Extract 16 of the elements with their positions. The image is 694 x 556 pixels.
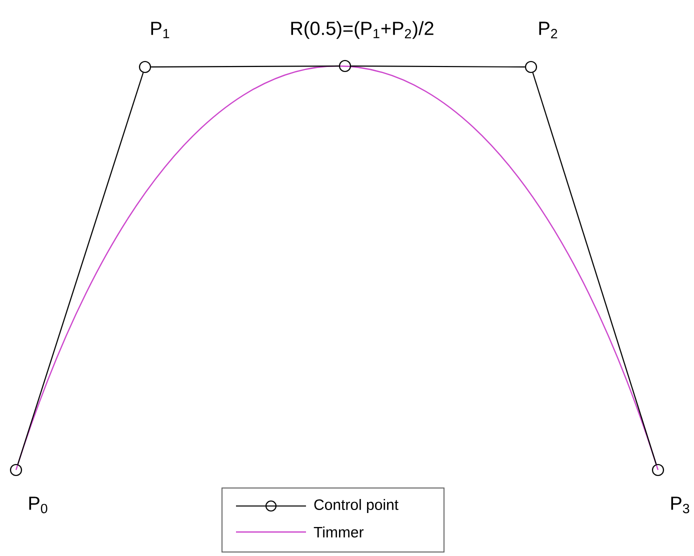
point-label: P$_{0}$ xyxy=(29,496,48,514)
control-point-marker xyxy=(10,464,22,476)
polygon-line xyxy=(351,65,525,68)
point-label: P$_{2}$ xyxy=(539,22,558,38)
polygon-line xyxy=(532,72,657,464)
point-label: P$_{1}$ xyxy=(151,22,170,38)
control-point-marker xyxy=(138,60,152,74)
point-label: P$_{3}$ xyxy=(671,496,690,514)
polygon-line xyxy=(17,72,144,464)
point-label: R(0.5)=(P$_{1}$+P$_{2}$)/2 xyxy=(291,21,434,39)
polygon-line xyxy=(151,65,339,68)
control-point-marker xyxy=(338,60,352,72)
legend-label: Timmer xyxy=(314,526,364,538)
control-point-marker xyxy=(652,464,664,476)
control-point-marker xyxy=(524,60,538,74)
legend-label: Control point xyxy=(314,499,398,513)
